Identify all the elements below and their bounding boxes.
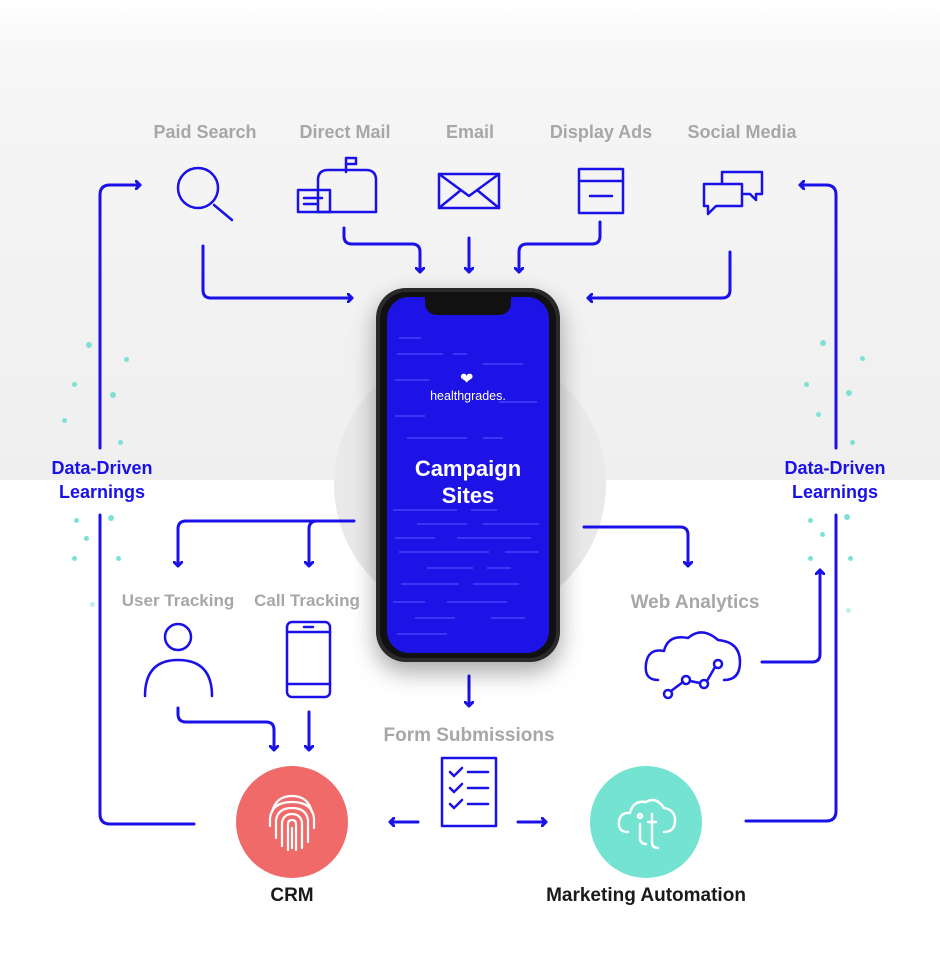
campaign-title-line1: Campaign bbox=[414, 456, 522, 481]
fingerprint-icon bbox=[268, 794, 316, 852]
learnings-right-line2: Learnings bbox=[791, 482, 879, 502]
mailbox-icon bbox=[296, 156, 378, 214]
web-analytics-label: Web Analytics bbox=[630, 592, 760, 613]
channel-label-direct-mail: Direct Mail bbox=[299, 122, 391, 142]
search-icon bbox=[176, 166, 234, 222]
cloud-analytics-icon bbox=[644, 631, 742, 700]
checklist-icon bbox=[440, 756, 498, 828]
chat-bubbles-icon bbox=[702, 170, 764, 216]
phone-device: ❤ healthgrades. Campaign Sites bbox=[376, 288, 560, 662]
learnings-right-line1: Data-Driven bbox=[784, 458, 886, 478]
learnings-left-line1: Data-Driven bbox=[51, 458, 153, 478]
automation-circle bbox=[590, 766, 702, 878]
cloud-info-icon bbox=[617, 798, 677, 850]
marketing-automation-label: Marketing Automation bbox=[546, 885, 746, 906]
form-submissions-label: Form Submissions bbox=[383, 725, 555, 746]
heart-logo-icon: ❤ bbox=[460, 371, 474, 388]
channel-label-paid-search: Paid Search bbox=[153, 122, 257, 142]
learnings-right-label: Data-Driven Learnings bbox=[784, 456, 885, 504]
channel-label-display-ads: Display Ads bbox=[549, 122, 653, 142]
user-tracking-label: User Tracking bbox=[121, 591, 235, 610]
brand-logo-text: healthgrades. bbox=[430, 389, 506, 403]
person-icon bbox=[143, 622, 214, 698]
channel-label-email: Email bbox=[445, 122, 495, 142]
mobile-phone-icon bbox=[285, 620, 332, 699]
crm-label: CRM bbox=[270, 885, 314, 906]
envelope-icon bbox=[437, 172, 501, 210]
learnings-left-line2: Learnings bbox=[58, 482, 146, 502]
display-ad-icon bbox=[577, 167, 625, 215]
call-tracking-label: Call Tracking bbox=[254, 591, 360, 610]
crm-circle bbox=[236, 766, 348, 878]
channel-label-social-media: Social Media bbox=[687, 122, 797, 142]
learnings-left-label: Data-Driven Learnings bbox=[51, 456, 152, 504]
phone-screen: ❤ healthgrades. Campaign Sites bbox=[387, 297, 549, 653]
campaign-title-line2: Sites bbox=[441, 483, 495, 508]
campaign-sites-title: Campaign Sites bbox=[387, 455, 549, 509]
